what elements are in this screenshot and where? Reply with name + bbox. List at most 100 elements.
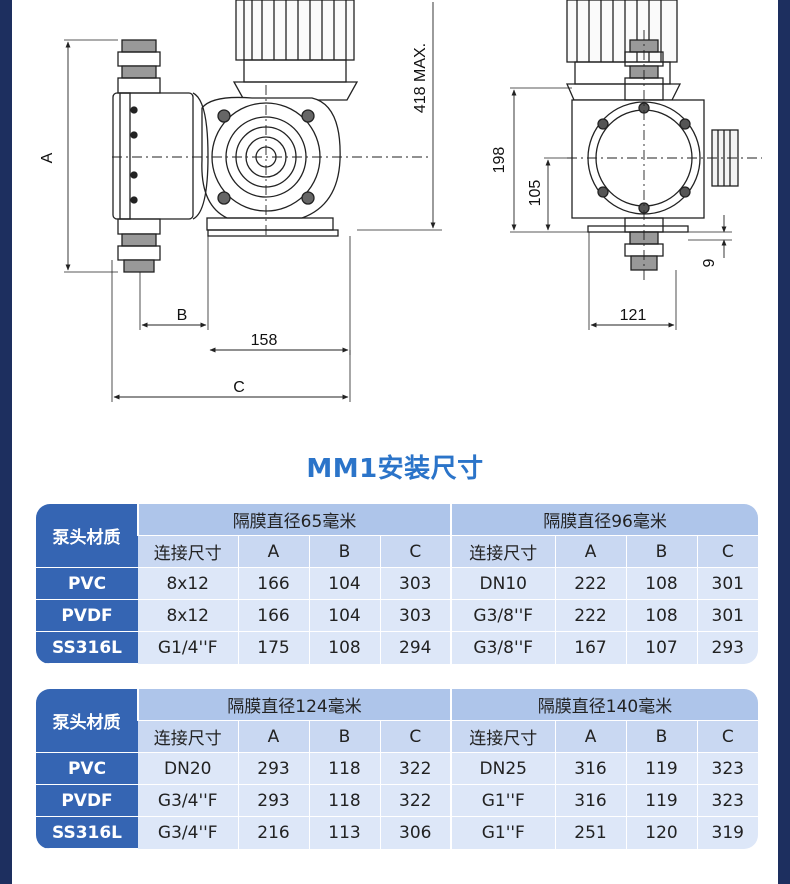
- group-title: 隔膜直径124毫米: [136, 689, 452, 721]
- table-row: SS316L G1/4''F 175 108 294 G3/8''F 167 1…: [36, 631, 758, 664]
- group-title: 隔膜直径96毫米: [450, 504, 758, 536]
- table-cell: 118: [308, 752, 380, 785]
- pump-head-left: [112, 39, 209, 273]
- table-cell: DN20: [138, 752, 238, 785]
- row-material: SS316L: [36, 816, 138, 849]
- table-cell: G1''F: [450, 816, 556, 849]
- table-cell: 8x12: [138, 567, 238, 600]
- table-cell: 119: [625, 784, 698, 817]
- table-row: PVDF 8x12 166 104 303 G3/8''F 222 108 30…: [36, 599, 758, 632]
- table-cell: 216: [237, 816, 309, 849]
- table-row: PVC DN20 293 118 322 DN25 316 119 323: [36, 752, 758, 785]
- table-cell: 108: [308, 631, 380, 664]
- table-cell: 120: [625, 816, 698, 849]
- table-cell: 108: [625, 567, 698, 600]
- table-cell: 294: [379, 631, 452, 664]
- table-cell: 166: [237, 599, 309, 632]
- table-cell: 301: [696, 567, 758, 600]
- pump-dimension-drawing: A B 158 C 418 MAX. 198 105 121 9: [39, 0, 762, 402]
- material-header: 泵头材质: [36, 504, 138, 568]
- table-cell: 303: [379, 599, 452, 632]
- table-row: PVDF G3/4''F 293 118 322 G1''F 316 119 3…: [36, 784, 758, 817]
- column-header: 连接尺寸: [450, 535, 556, 568]
- dimension-table-1: 泵头材质 隔膜直径65毫米 隔膜直径96毫米 连接尺寸 A B C 连接尺寸 A…: [36, 504, 758, 664]
- row-material: PVC: [36, 567, 138, 600]
- pump-head-right: [571, 39, 739, 271]
- dim-C-label: C: [233, 379, 245, 396]
- column-header: C: [379, 720, 452, 753]
- column-header: A: [237, 720, 309, 753]
- table-cell: 113: [308, 816, 380, 849]
- motor-left: [232, 0, 359, 101]
- column-header: 连接尺寸: [138, 535, 238, 568]
- table-cell: 316: [554, 784, 627, 817]
- motor-right: [566, 0, 682, 101]
- table-cell: 323: [696, 784, 758, 817]
- table-cell: G3/4''F: [138, 784, 238, 817]
- table-cell: 293: [696, 631, 758, 664]
- table-cell: G3/8''F: [450, 631, 556, 664]
- dim-418-label: 418 MAX.: [412, 43, 429, 113]
- table-cell: 303: [379, 567, 452, 600]
- dim-A-label: A: [39, 152, 56, 163]
- dim-B-label: B: [177, 307, 188, 324]
- table-cell: 104: [308, 599, 380, 632]
- table-cell: 322: [379, 752, 452, 785]
- dim-9-label: 9: [701, 258, 718, 267]
- table-cell: 118: [308, 784, 380, 817]
- table-cell: G3/8''F: [450, 599, 556, 632]
- column-header: A: [237, 535, 309, 568]
- dimension-table-2: 泵头材质 隔膜直径124毫米 隔膜直径140毫米 连接尺寸 A B C 连接尺寸…: [36, 689, 758, 849]
- column-header: C: [379, 535, 452, 568]
- table-cell: 293: [237, 784, 309, 817]
- table-row: PVC 8x12 166 104 303 DN10 222 108 301: [36, 567, 758, 600]
- column-header: A: [554, 720, 627, 753]
- base-left: [207, 229, 339, 237]
- dim-105-label: 105: [527, 180, 544, 207]
- column-header: B: [625, 535, 698, 568]
- table-cell: 316: [554, 752, 627, 785]
- column-header: C: [696, 535, 758, 568]
- column-header: B: [308, 535, 380, 568]
- table-cell: 322: [379, 784, 452, 817]
- table-cell: 306: [379, 816, 452, 849]
- page-title: MM1安装尺寸: [306, 454, 484, 484]
- column-header: B: [308, 720, 380, 753]
- table-cell: 107: [625, 631, 698, 664]
- column-header: 连接尺寸: [450, 720, 556, 753]
- table-cell: DN10: [450, 567, 556, 600]
- group-title: 隔膜直径65毫米: [136, 504, 452, 536]
- table-cell: 104: [308, 567, 380, 600]
- column-header: A: [554, 535, 627, 568]
- table-cell: 167: [554, 631, 627, 664]
- row-material: PVC: [36, 752, 138, 785]
- row-material: SS316L: [36, 631, 138, 664]
- table-cell: 222: [554, 567, 627, 600]
- table-cell: 251: [554, 816, 627, 849]
- table-cell: 323: [696, 752, 758, 785]
- dim-198-label: 198: [491, 147, 508, 174]
- table-cell: 108: [625, 599, 698, 632]
- group-title: 隔膜直径140毫米: [450, 689, 758, 721]
- row-material: PVDF: [36, 784, 138, 817]
- table-cell: 119: [625, 752, 698, 785]
- material-header: 泵头材质: [36, 689, 138, 753]
- table-cell: G3/4''F: [138, 816, 238, 849]
- table-cell: 222: [554, 599, 627, 632]
- table-cell: 293: [237, 752, 309, 785]
- table-cell: 319: [696, 816, 758, 849]
- table-cell: 166: [237, 567, 309, 600]
- table-cell: DN25: [450, 752, 556, 785]
- gearbox-left: [201, 96, 341, 231]
- table-cell: G1/4''F: [138, 631, 238, 664]
- page: A B 158 C 418 MAX. 198 105 121 9 MM1安装尺寸…: [12, 0, 778, 884]
- table-cell: 175: [237, 631, 309, 664]
- dim-158-label: 158: [251, 332, 278, 349]
- table-cell: G1''F: [450, 784, 556, 817]
- row-material: PVDF: [36, 599, 138, 632]
- column-header: B: [625, 720, 698, 753]
- table-cell: 301: [696, 599, 758, 632]
- table-cell: 8x12: [138, 599, 238, 632]
- table-row: SS316L G3/4''F 216 113 306 G1''F 251 120…: [36, 816, 758, 849]
- dim-121-label: 121: [620, 307, 647, 324]
